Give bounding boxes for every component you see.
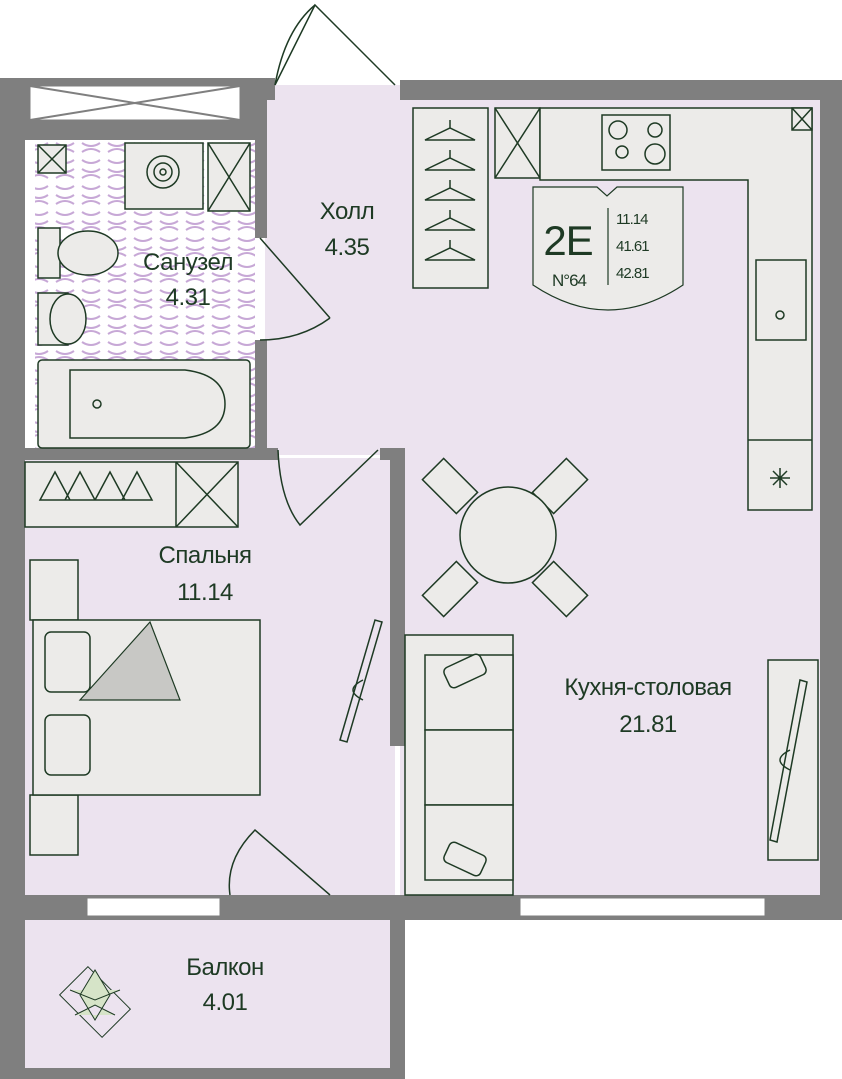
bedroom-window — [86, 897, 221, 917]
room-name-hall: Холл — [320, 198, 375, 225]
hanger-icons — [38, 470, 154, 501]
pillow — [44, 631, 91, 693]
kitchen-window — [519, 897, 766, 917]
apartment-number: N°64 — [552, 271, 587, 290]
room-area-balcony: 4.01 — [203, 989, 248, 1016]
bathroom-door — [259, 237, 331, 341]
total-area-with-balcony: 42.81 — [616, 265, 649, 282]
tv-bedroom — [339, 619, 383, 743]
room-labels: Холл 4.35 Санузел 4.31 Спальня 11.14 Кух… — [143, 198, 732, 1016]
apartment-badge: 2E N°64 11.14 41.61 42.81 — [532, 186, 684, 311]
bathroom-window-cross — [29, 85, 241, 121]
bathroom-fixtures — [37, 142, 251, 449]
hall-floor — [265, 85, 405, 455]
toilet — [57, 230, 119, 276]
room-area-bathroom: 4.31 — [166, 284, 211, 311]
hanger-icons — [424, 120, 476, 261]
living-area: 11.14 — [616, 211, 648, 228]
apartment-type: 2E — [543, 217, 592, 264]
bedroom-door — [277, 449, 379, 527]
pillow — [44, 714, 91, 776]
fridge-icon — [770, 468, 790, 488]
plant-icon — [58, 965, 132, 1039]
kitchen-set — [539, 107, 813, 511]
room-area-bedroom: 11.14 — [177, 579, 233, 606]
room-area-kitchen: 21.81 — [619, 711, 677, 738]
room-name-balcony: Балкон — [186, 954, 263, 981]
wardrobe-hall — [412, 107, 489, 289]
washing-machine — [124, 142, 204, 210]
shaft — [494, 107, 541, 179]
toilet-tank — [37, 227, 61, 279]
tv-kitchen — [767, 659, 819, 861]
bathtub — [37, 359, 251, 449]
wardrobe-bedroom — [24, 461, 239, 528]
windows — [29, 85, 766, 917]
room-name-kitchen: Кухня-столовая — [564, 674, 731, 701]
dining-table — [421, 457, 589, 618]
room-area-hall: 4.35 — [325, 234, 370, 261]
washbasin — [49, 293, 87, 345]
sofa — [404, 634, 514, 896]
room-name-bathroom: Санузел — [143, 249, 233, 276]
doors — [228, 3, 396, 896]
room-name-bedroom: Спальня — [159, 542, 252, 569]
balcony-door — [228, 828, 331, 896]
entrance-door — [274, 3, 396, 86]
nightstand — [29, 794, 79, 856]
sink — [755, 259, 807, 341]
bedroom-furniture — [24, 461, 261, 856]
total-area: 41.61 — [616, 238, 649, 255]
nightstand — [29, 559, 79, 621]
